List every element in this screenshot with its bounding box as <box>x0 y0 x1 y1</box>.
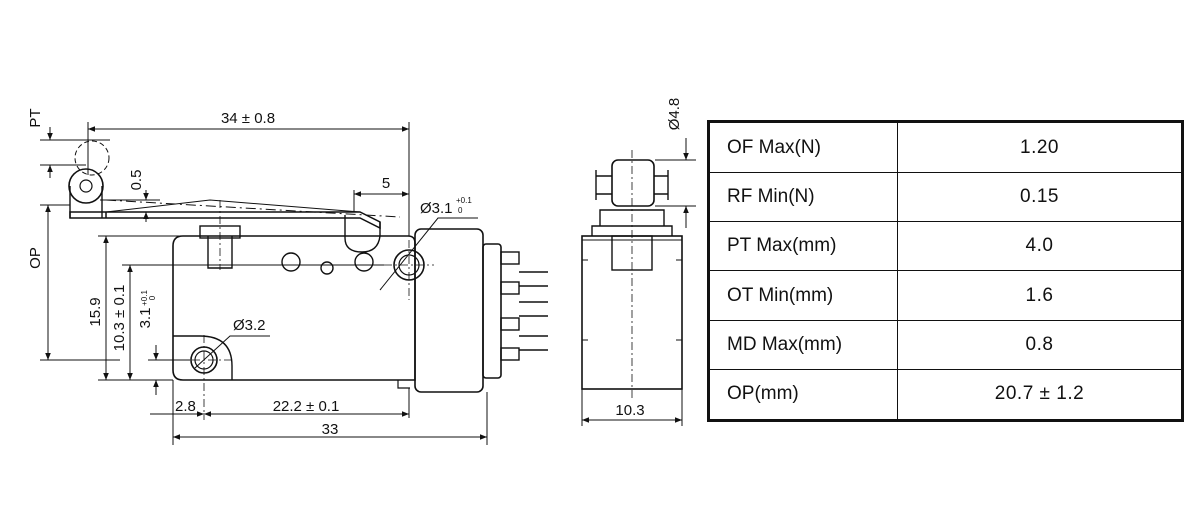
dim-height-small: 3.1 <box>137 308 154 329</box>
terminals <box>500 251 548 361</box>
side-roller <box>611 159 655 207</box>
spec-label: MD Max(mm) <box>708 319 898 370</box>
dim-hole-offset-x: 2.8 <box>175 398 196 415</box>
spec-value: 4.0 <box>897 221 1183 272</box>
switch-body-outline <box>172 235 416 381</box>
spec-label: OT Min(mm) <box>708 270 898 321</box>
dim-actuator-offset: 5 <box>382 175 390 192</box>
front-view <box>68 140 548 420</box>
dim-mounting-hole: Ø3.1 <box>420 200 453 217</box>
dim-height-small-tol-lower: 0 <box>148 295 157 300</box>
dim-mounting-hole-tol-lower: 0 <box>458 206 463 215</box>
side-view <box>581 150 683 400</box>
front-dimensions <box>40 122 488 445</box>
dim-operating-position: OP <box>27 247 44 269</box>
spec-label: OP(mm) <box>708 368 898 422</box>
spec-row: PT Max(mm)4.0 <box>708 221 1183 272</box>
dim-height-small-tol-upper: +0.1 <box>140 290 149 306</box>
dim-body-length: 33 <box>322 421 339 438</box>
spec-row: OP(mm)20.7 ± 1.2 <box>708 368 1183 422</box>
spec-row: RF Min(N)0.15 <box>708 172 1183 223</box>
spec-label: PT Max(mm) <box>708 221 898 272</box>
dim-lever-thickness: 0.5 <box>128 170 145 191</box>
dim-body-width: 10.3 <box>615 402 644 419</box>
spec-row: MD Max(mm)0.8 <box>708 319 1183 370</box>
dim-height-total: 15.9 <box>87 297 104 326</box>
spec-value: 20.7 ± 1.2 <box>897 368 1183 422</box>
spec-label: RF Min(N) <box>708 172 898 223</box>
spec-value: 0.15 <box>897 172 1183 223</box>
roller <box>68 168 104 204</box>
side-dimensions <box>581 138 696 426</box>
dim-pretravel: PT <box>27 108 44 127</box>
dim-hole-pitch: 22.2 ± 0.1 <box>273 398 340 415</box>
dim-mounting-hole-tol-upper: +0.1 <box>456 196 472 205</box>
spec-row: OF Max(N)1.20 <box>708 120 1183 174</box>
dim-small-hole: Ø3.2 <box>233 317 266 334</box>
spec-value: 1.20 <box>897 120 1183 174</box>
dim-overall-length: 34 ± 0.8 <box>221 110 275 127</box>
spec-value: 1.6 <box>897 270 1183 321</box>
terminal-cover <box>414 228 484 393</box>
spec-row: OT Min(mm)1.6 <box>708 270 1183 321</box>
dim-height-hole: 10.3 ± 0.1 <box>111 285 128 352</box>
spec-value: 0.8 <box>897 319 1183 370</box>
dim-roller-diameter: Ø4.8 <box>666 98 683 131</box>
spec-label: OF Max(N) <box>708 120 898 174</box>
